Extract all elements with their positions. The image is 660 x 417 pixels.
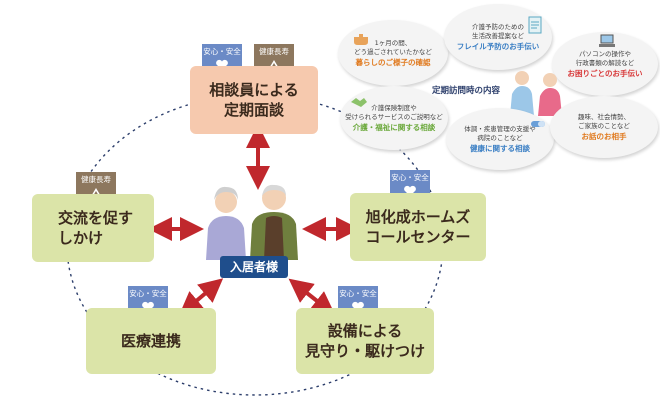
node-equipment: 設備による 見守り・駆けつけ bbox=[296, 308, 434, 374]
heart-icon bbox=[216, 59, 228, 70]
visit-item-sub2: 生活改善提案など bbox=[472, 31, 524, 40]
visit-item-highlight: お困りごとのお手伝い bbox=[567, 68, 643, 78]
handshake-icon bbox=[351, 98, 367, 107]
visit-item-5: 趣味、社会情勢、 ご家族のことなど お話のお相手 bbox=[550, 96, 658, 158]
longevity-badge-label: 健康長寿 bbox=[81, 175, 111, 184]
node-exchange-line2: しかけ bbox=[58, 229, 104, 247]
node-consultation: 相談員による 定期面談 bbox=[190, 66, 318, 134]
visit-item-sub2: 行政書類の解読など bbox=[575, 58, 635, 67]
visit-title: 定期訪問時の内容 bbox=[432, 84, 500, 96]
safety-badge-label: 安心・安全 bbox=[203, 47, 241, 56]
visit-item-0: 1ヶ月の間、 どう過ごされていたかなど 暮らしのご様子の確認 bbox=[338, 20, 448, 86]
visit-item-1: 介護予防のための 生活改善提案など フレイル予防のお手伝い bbox=[444, 4, 552, 70]
visit-item-4: 体調・疾患管理の支援や 病院のことなど 健康に関する相談 bbox=[446, 108, 554, 170]
node-call-center-line1: 旭化成ホームズ bbox=[365, 208, 471, 226]
visit-item-highlight: 健康に関する相談 bbox=[470, 143, 530, 153]
document-icon bbox=[528, 16, 542, 34]
center-label: 入居者様 bbox=[220, 256, 288, 278]
arrow-medical bbox=[178, 278, 224, 316]
visit-item-sub1: 1ヶ月の間、 bbox=[374, 38, 412, 47]
visit-item-sub1: 趣味、社会情勢、 bbox=[578, 112, 630, 121]
node-call-center-line2: コールセンター bbox=[365, 228, 471, 246]
visit-item-sub2: 受けられるサービスのご説明など bbox=[345, 112, 443, 121]
elderly-couple-illustration bbox=[206, 184, 298, 260]
visit-item-sub1: パソコンの操作や bbox=[579, 49, 631, 58]
center-label-text: 入居者様 bbox=[229, 260, 278, 274]
pot-icon bbox=[354, 34, 368, 45]
heart-icon bbox=[142, 301, 154, 312]
node-medical-line1: 医療連携 bbox=[120, 332, 181, 350]
arrow-equipment bbox=[288, 278, 336, 316]
visit-item-sub2: 病院のことなど bbox=[477, 133, 523, 142]
visit-title-text: 定期訪問時の内容 bbox=[432, 86, 501, 96]
safety-badge-label: 安心・安全 bbox=[129, 289, 167, 298]
visit-item-highlight: お話のお相手 bbox=[581, 131, 627, 141]
longevity-badge-label: 健康長寿 bbox=[259, 47, 289, 56]
visit-item-sub1: 体調・疾患管理の支援や bbox=[464, 124, 536, 133]
visit-item-sub2: ご家族のことなど bbox=[578, 121, 630, 130]
visit-item-highlight: フレイル予防のお手伝い bbox=[456, 41, 540, 51]
visit-item-highlight: 介護・福祉に関する相談 bbox=[352, 122, 436, 132]
node-consultation-line2: 定期面談 bbox=[223, 101, 284, 119]
visit-item-sub1: 介護保険制度や bbox=[371, 103, 417, 112]
node-equipment-line1: 設備による bbox=[327, 322, 403, 340]
visit-item-highlight: 暮らしのご様子の確認 bbox=[355, 57, 431, 67]
visit-item-sub1: 介護予防のための bbox=[472, 22, 524, 31]
visit-item-3: 介護保険制度や 受けられるサービスのご説明など 介護・福祉に関する相談 bbox=[340, 86, 448, 150]
heart-icon bbox=[352, 301, 364, 312]
node-call-center: 旭化成ホームズ コールセンター bbox=[350, 193, 486, 261]
safety-badge-label: 安心・安全 bbox=[339, 289, 377, 298]
pill-icon bbox=[531, 121, 545, 127]
node-consultation-line1: 相談員による bbox=[209, 81, 299, 99]
safety-badge-label: 安心・安全 bbox=[391, 173, 429, 182]
node-medical: 医療連携 bbox=[86, 308, 216, 374]
node-exchange-line1: 交流を促す bbox=[58, 209, 134, 227]
visit-item-sub2: どう過ごされていたかなど bbox=[354, 47, 432, 56]
node-exchange: 交流を促す しかけ bbox=[32, 194, 154, 262]
heart-icon bbox=[404, 185, 416, 196]
node-equipment-line2: 見守り・駆けつけ bbox=[304, 342, 425, 360]
computer-icon bbox=[599, 34, 615, 47]
